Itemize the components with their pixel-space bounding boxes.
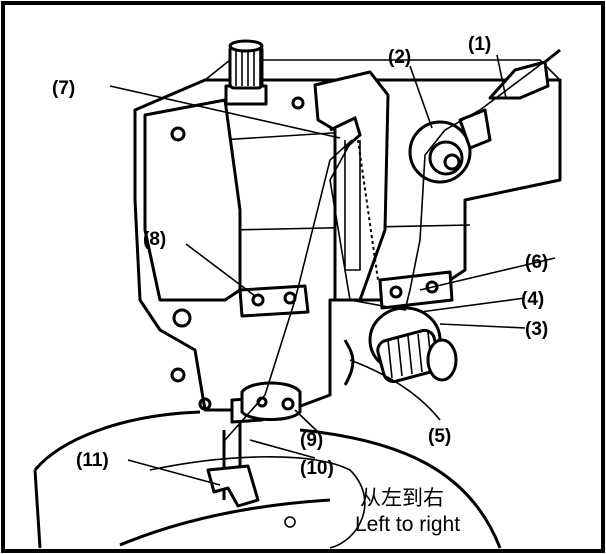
take-up-guard [313,70,390,302]
label-5: (5) [428,426,451,447]
top-knob-cap [228,39,264,53]
table-surface [33,410,502,549]
leader-3 [439,323,526,329]
label-4: (4) [521,289,544,310]
label-2: (2) [388,47,411,68]
label-7: (7) [52,78,75,99]
tension-disc-2-hub [443,153,461,171]
leader-7 [109,85,341,139]
leader-10 [249,439,316,459]
check-spring-5 [343,339,355,386]
leader-5 [349,359,441,421]
leader-9 [294,409,319,433]
top-knob-ridges [235,48,261,86]
label-9: (9) [300,430,323,451]
arm-top-edge [204,59,561,81]
face-plate [143,98,242,302]
tension-knob-face [426,338,458,382]
leader-2 [409,65,433,129]
guide-6-screw-a [389,285,403,299]
label-8: (8) [143,229,166,250]
label-11: (11) [76,450,109,471]
face-screw-top [170,126,186,142]
leader-11 [127,459,221,486]
take-up-lever [329,115,362,150]
leader-1 [496,54,507,99]
label-10: (10) [300,458,334,479]
guide-8-screw-a [251,293,265,307]
leader-4 [419,297,526,313]
label-6: (6) [525,252,548,273]
presser-foot [206,464,260,508]
label-3: (3) [525,319,548,340]
face-screw-mid [172,308,192,328]
take-up-slot [344,140,361,271]
tension-knob-ridges [387,331,433,379]
face-screw-low2 [198,397,212,411]
thread-path [224,49,561,441]
guide-6-screw-b [425,280,439,294]
leader-8 [185,243,256,297]
label-1: (1) [468,34,491,55]
needle-clamp-9 [240,381,302,421]
caption-chinese: 从左到右 [360,487,444,510]
clamp-screw-b [281,397,295,411]
plate-screw [284,516,296,528]
caption-english: Left to right [355,513,460,536]
leader-6 [419,257,556,291]
tension-bracket-2 [458,108,492,150]
oil-hole [291,96,305,110]
needle-plate [149,456,366,549]
face-screw-low [170,367,186,383]
